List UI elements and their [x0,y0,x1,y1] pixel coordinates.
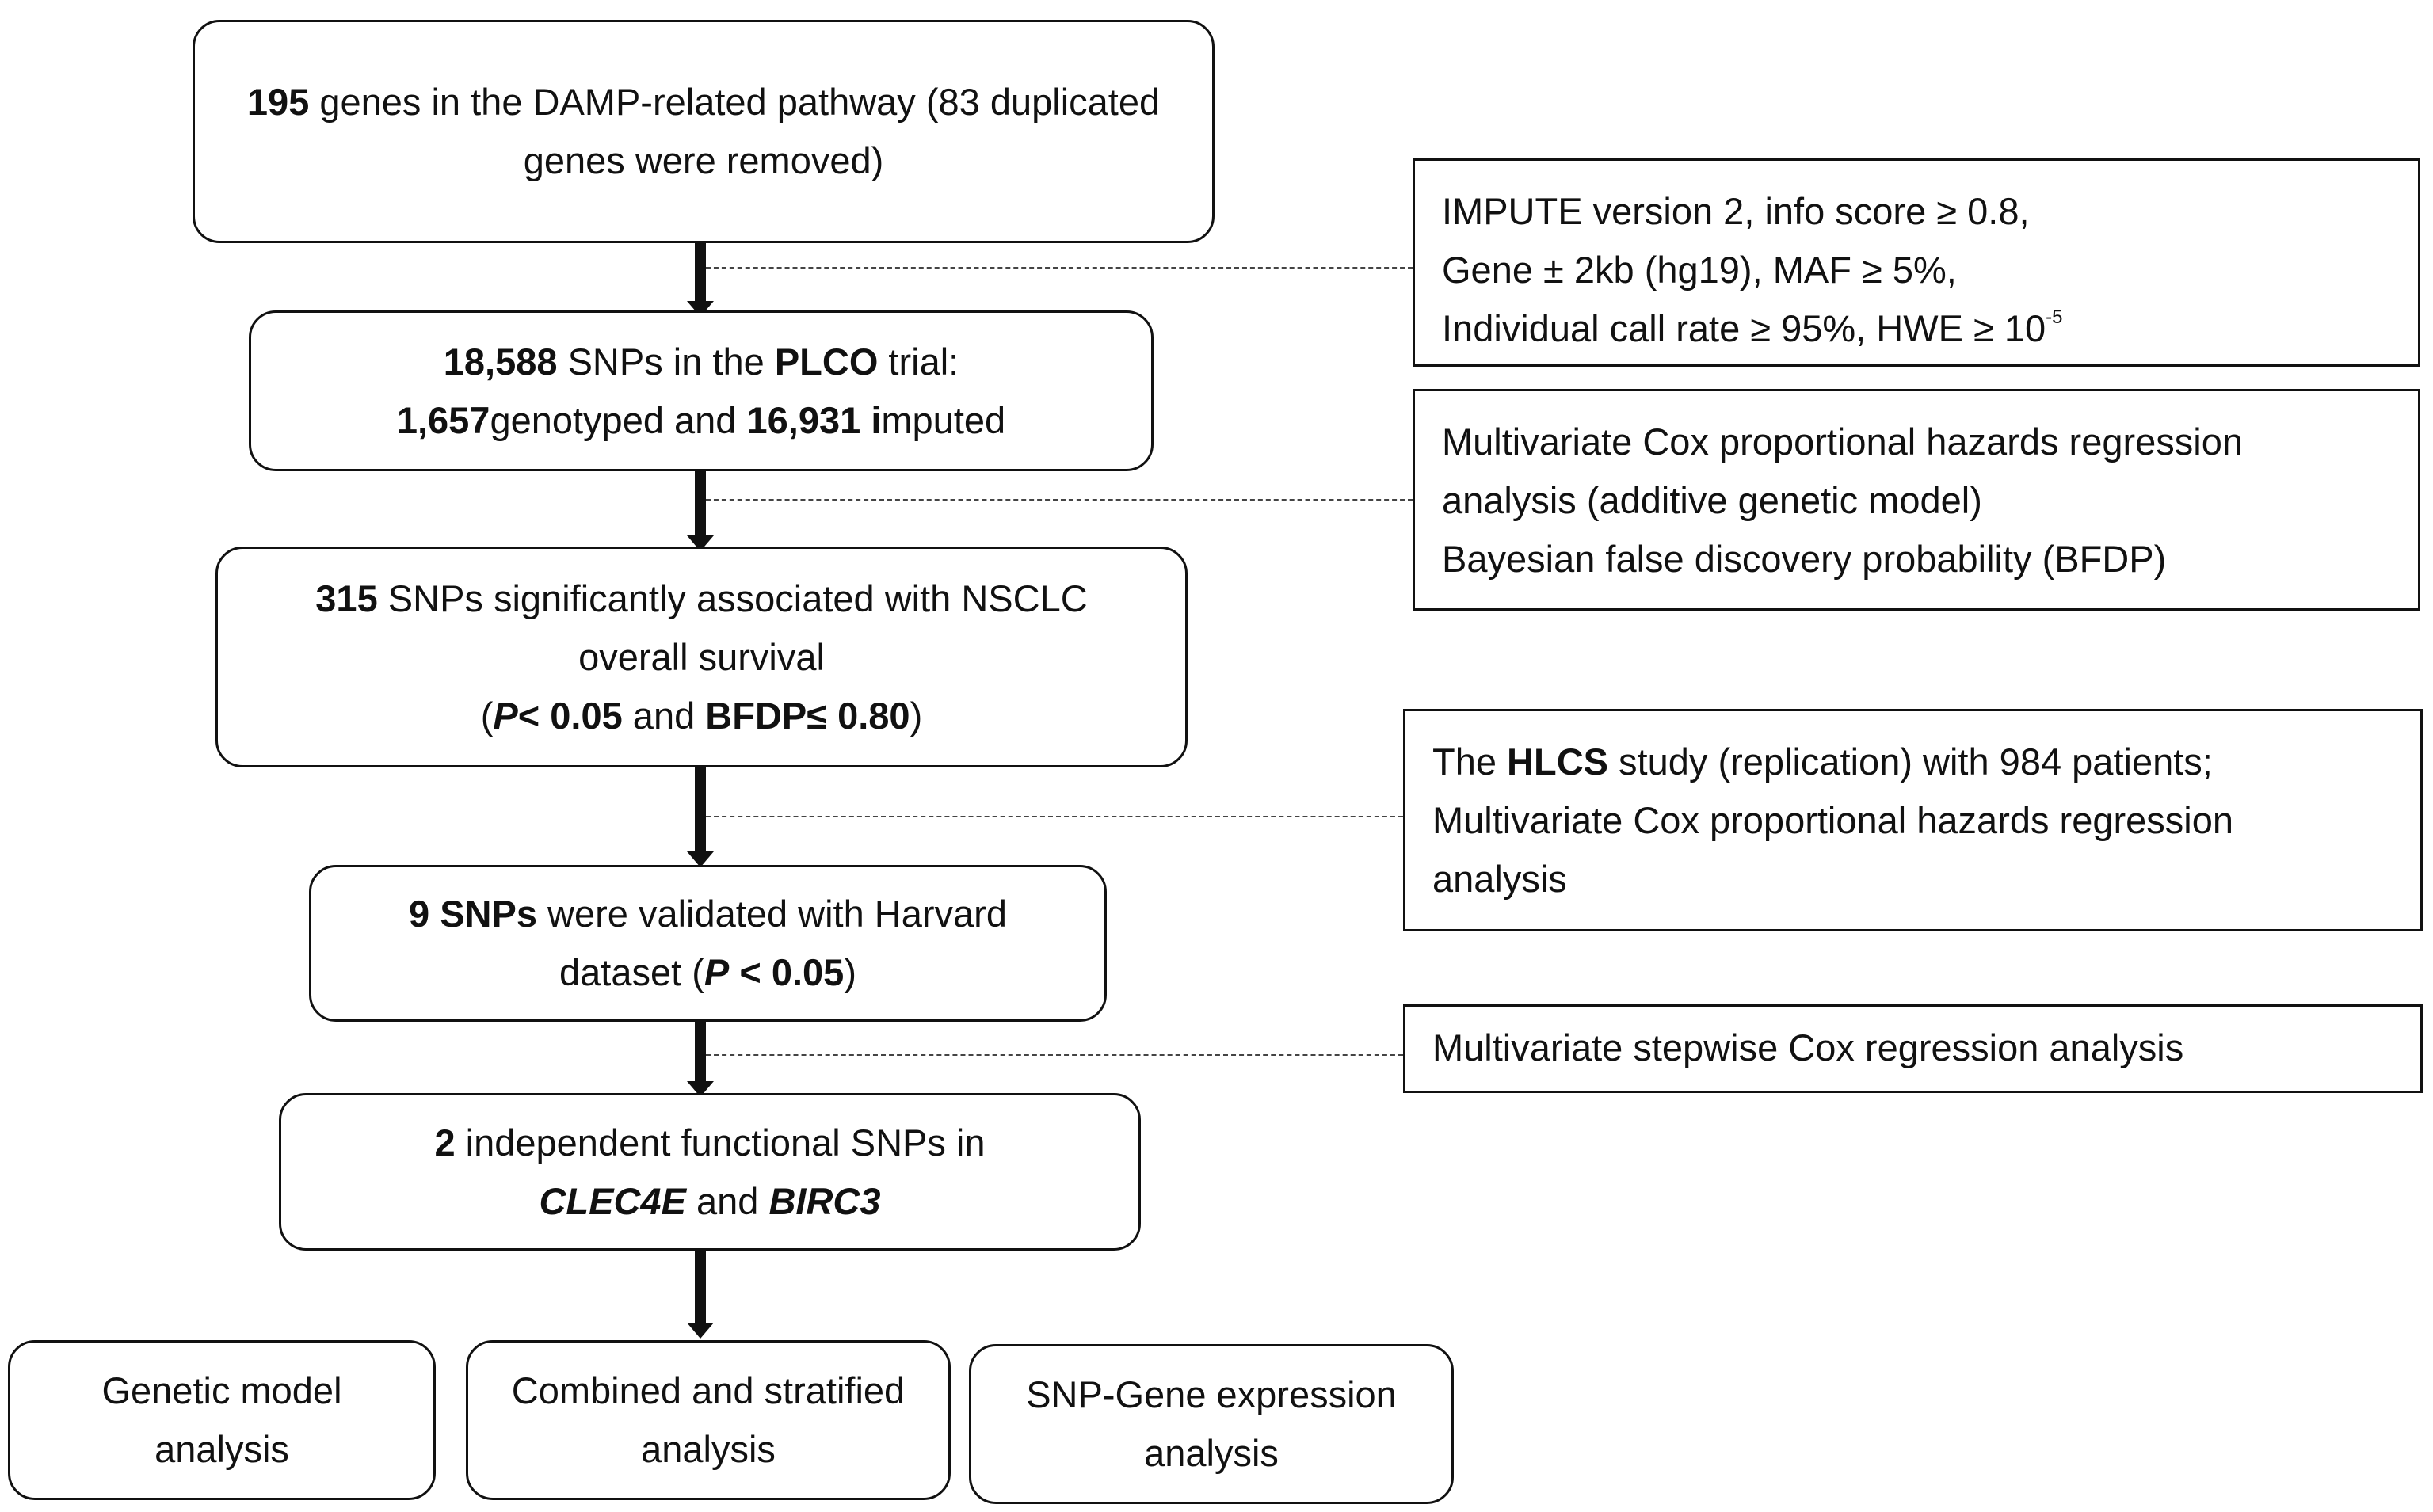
step5-gene2: BIRC3 [768,1179,881,1222]
arrow-shaft-3 [695,766,706,859]
criteria-replication-box: The HLCS study (replication) with 984 pa… [1403,709,2423,931]
step2-text4: mputed [881,398,1006,441]
outcome-1-line1: Genetic model [101,1369,342,1411]
step4-text1: were validated with Harvard [536,893,1007,935]
criteria-3-post: study (replication) with 984 patients; [1608,741,2213,783]
criteria-1-line3: Individual call rate ≥ 95%, HWE ≥ 10 [1442,307,2046,349]
arrow-shaft-5 [695,1250,706,1329]
step3-close: ) [910,694,923,737]
outcome-combined-stratified-box: Combined and stratified analysis [466,1340,951,1500]
criteria-1-line2: Gene ± 2kb (hg19), MAF ≥ 5%, [1442,249,1957,291]
arrow-shaft-2 [695,470,706,543]
step4-p-threshold: < 0.05 [729,951,845,993]
outcome-1-line2: analysis [154,1428,289,1470]
connector-1 [706,267,1413,269]
step5-mid: and [685,1179,769,1222]
criteria-imputation-box: IMPUTE version 2, info score ≥ 0.8, Gene… [1413,158,2420,367]
step3-p-threshold: < 0.05 [517,694,623,737]
criteria-1-line1: IMPUTE version 2, info score ≥ 0.8, [1442,190,2030,232]
outcome-genetic-model-box: Genetic model analysis [8,1340,436,1500]
criteria-4-line1: Multivariate stepwise Cox regression ana… [1432,1026,2184,1068]
criteria-2-line1: Multivariate Cox proportional hazards re… [1442,421,2243,463]
step3-count: 315 [315,577,378,619]
step1-text: genes in the DAMP-related pathway (83 du… [309,81,1161,123]
arrow-head-5 [687,1323,714,1339]
step2-text1: SNPs in the [557,340,775,383]
step4-close: ) [844,951,856,993]
arrow-head-3 [687,851,714,867]
step3-bfdp-threshold: BFDP≤ 0.80 [705,694,910,737]
connector-4 [706,1054,1403,1056]
step-significant-snps-box: 315 SNPs significantly associated with N… [215,547,1188,767]
step2-text3: genotyped and [490,398,747,441]
connector-2 [706,499,1413,501]
step5-gene1: CLEC4E [539,1179,686,1222]
step2-genotyped-count: 1,657 [396,398,490,441]
step2-trial: PLCO [774,340,879,383]
connector-3 [706,816,1403,817]
step5-count: 2 [434,1121,456,1164]
step2-imputed-count: 16,931 i [746,398,882,441]
step-validated-box: 9 SNPs were validated with Harvard datas… [309,865,1107,1022]
criteria-2-line2: analysis (additive genetic model) [1442,479,1982,521]
outcome-2-line2: analysis [641,1428,776,1470]
step3-text1: SNPs significantly associated with NSCLC [377,577,1088,619]
step4-p-symbol: P [704,951,730,993]
criteria-3-line3: analysis [1432,858,1567,900]
criteria-1-exponent: -5 [2046,307,2063,328]
step3-mid: and [622,694,706,737]
criteria-3-pre: The [1432,741,1508,783]
step-snps-plco-box: 18,588 SNPs in the PLCO trial: 1,657geno… [249,310,1154,471]
criteria-cox-bfdp-box: Multivariate Cox proportional hazards re… [1413,389,2420,611]
outcome-snp-gene-expression-box: SNP-Gene expression analysis [969,1344,1454,1504]
step1-count: 195 [246,81,310,123]
criteria-2-line3: Bayesian false discovery probability (BF… [1442,538,2167,580]
step1-line2: genes were removed) [523,139,884,181]
criteria-3-study: HLCS [1507,741,1608,783]
outcome-3-line2: analysis [1144,1432,1279,1474]
step2-count: 18,588 [443,340,558,383]
step-functional-snps-box: 2 independent functional SNPs in CLEC4E … [279,1093,1141,1251]
outcome-2-line1: Combined and stratified [511,1369,906,1411]
arrow-shaft-4 [695,1022,706,1090]
outcome-3-line1: SNP-Gene expression [1026,1373,1397,1415]
step-genes-box: 195 genes in the DAMP-related pathway (8… [193,20,1215,243]
criteria-stepwise-box: Multivariate stepwise Cox regression ana… [1403,1004,2423,1093]
step3-line2: overall survival [578,635,825,678]
step4-count: 9 SNPs [409,893,537,935]
step5-text1: independent functional SNPs in [455,1121,986,1164]
arrow-shaft-1 [695,242,706,307]
step4-text2: dataset ( [559,951,704,993]
step3-p-symbol: P [493,694,518,737]
criteria-3-line2: Multivariate Cox proportional hazards re… [1432,799,2233,841]
step2-text2: trial: [878,340,959,383]
step3-open: ( [480,694,494,737]
